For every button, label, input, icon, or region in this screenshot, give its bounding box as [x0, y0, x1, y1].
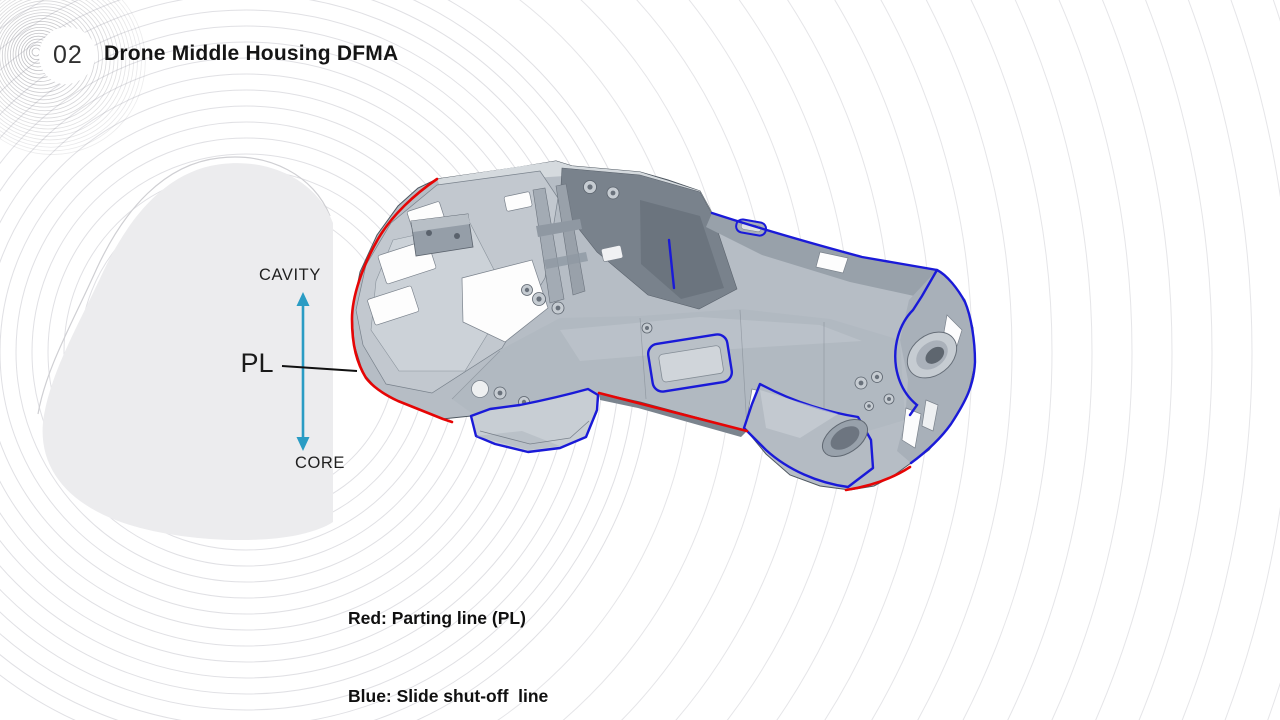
- page-title: Drone Middle Housing DFMA: [104, 42, 399, 65]
- gray-blob-shape: [42, 163, 333, 541]
- blob-rim-line: [37, 156, 331, 415]
- mount-box: [410, 213, 474, 257]
- legend: Red: Parting line (PL) Blue: Slide shut-…: [348, 553, 548, 720]
- tower-frame: [532, 183, 588, 304]
- parting-line: [350, 177, 912, 492]
- scoop-protrusion: [469, 387, 600, 454]
- foot-arm: [742, 382, 875, 489]
- slide-shutoff-lines: [667, 211, 977, 465]
- legend-blue-line: Blue: Slide shut-off line: [348, 686, 549, 706]
- cavity-label: CAVITY: [259, 266, 321, 284]
- core-label: CORE: [294, 454, 346, 472]
- cad-model-drone-housing: [350, 160, 977, 492]
- slide-number: 02: [52, 41, 83, 69]
- legend-red-line: Red: Parting line (PL): [348, 608, 526, 628]
- cad-edge-lines: [451, 309, 825, 430]
- central-slot: [646, 333, 734, 393]
- lens-barrel: [821, 418, 869, 458]
- pl-label: PL: [240, 348, 274, 378]
- gimbal-ring: [906, 331, 958, 379]
- hole: [471, 380, 489, 398]
